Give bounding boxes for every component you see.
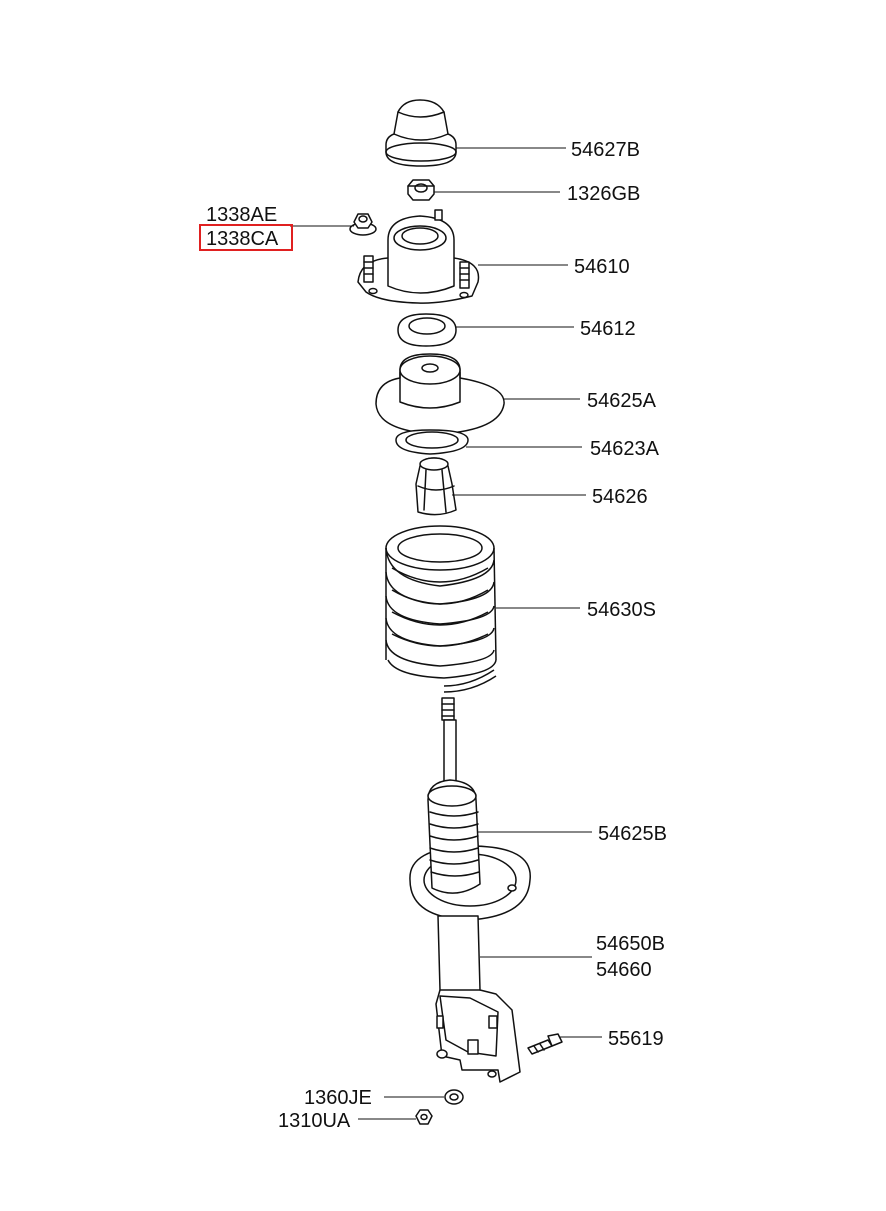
callout-nut-side-b[interactable]: 1338CA bbox=[206, 228, 279, 250]
upper-spring-seat-part[interactable] bbox=[376, 354, 504, 434]
callout-strut-a[interactable]: 54650B bbox=[596, 933, 665, 955]
callout-nut-side-a[interactable]: 1338AE bbox=[206, 204, 277, 226]
lower-seat-boot-part[interactable] bbox=[410, 780, 530, 920]
bump-stop-part[interactable] bbox=[416, 458, 456, 515]
bearing-part[interactable] bbox=[398, 314, 456, 346]
piston-rod-part[interactable] bbox=[442, 698, 456, 788]
bolt-part[interactable] bbox=[528, 1034, 562, 1054]
strut-body-part[interactable] bbox=[436, 916, 520, 1082]
callout-bolt[interactable]: 55619 bbox=[608, 1028, 664, 1050]
callout-strut-b[interactable]: 54660 bbox=[596, 959, 652, 981]
callout-mount[interactable]: 54610 bbox=[574, 256, 630, 278]
dust-cap-part[interactable] bbox=[386, 100, 456, 166]
highlight-box bbox=[199, 224, 293, 251]
top-nut-part[interactable] bbox=[408, 180, 434, 200]
callout-cap[interactable]: 54627B bbox=[571, 139, 640, 161]
bottom-nut-part[interactable] bbox=[416, 1110, 432, 1124]
callout-nut-top[interactable]: 1326GB bbox=[567, 183, 640, 205]
rubber-pad-part[interactable] bbox=[396, 430, 468, 454]
callout-seat-lower[interactable]: 54625B bbox=[598, 823, 667, 845]
callout-seat-upper[interactable]: 54625A bbox=[587, 390, 657, 412]
callout-washer[interactable]: 1360JE bbox=[304, 1087, 372, 1109]
callout-bearing[interactable]: 54612 bbox=[580, 318, 636, 340]
callout-bumper[interactable]: 54626 bbox=[592, 486, 648, 508]
callout-spring[interactable]: 54630S bbox=[587, 599, 656, 621]
flange-nut-part[interactable] bbox=[350, 214, 376, 235]
washer-part[interactable] bbox=[445, 1090, 463, 1104]
coil-spring-part[interactable] bbox=[386, 526, 496, 692]
upper-mount-part[interactable] bbox=[358, 210, 479, 303]
callout-pad[interactable]: 54623A bbox=[590, 438, 660, 460]
callout-nut-bottom[interactable]: 1310UA bbox=[278, 1110, 351, 1132]
